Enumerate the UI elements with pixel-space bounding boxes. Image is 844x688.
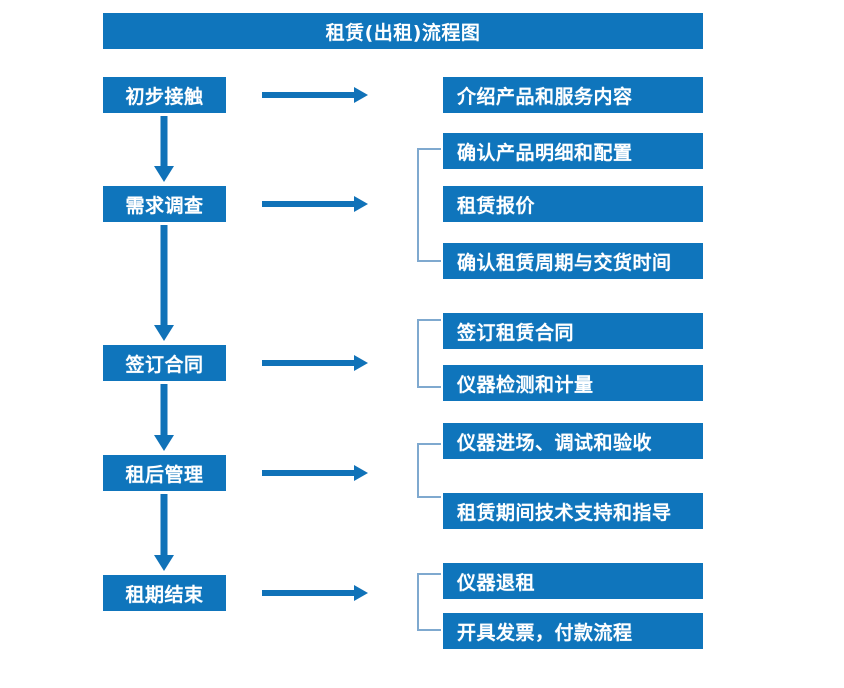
stage-box-initial-contact[interactable]: 初步接触 <box>103 77 226 113</box>
group-bracket-requirement-survey <box>417 148 441 262</box>
right-arrow-icon <box>262 354 368 372</box>
detail-box-introduce-products[interactable]: 介绍产品和服务内容 <box>443 77 703 113</box>
stage-box-sign-contract[interactable]: 签订合同 <box>103 345 226 381</box>
right-arrow-icon <box>262 584 368 602</box>
detail-box-technical-support[interactable]: 租赁期间技术支持和指导 <box>443 493 703 529</box>
page-title: 租赁(出租)流程图 <box>103 13 703 49</box>
right-arrow-icon <box>262 86 368 104</box>
detail-box-confirm-product-spec[interactable]: 确认产品明细和配置 <box>443 133 703 169</box>
detail-box-instrument-inspection[interactable]: 仪器检测和计量 <box>443 365 703 401</box>
down-arrow-icon <box>151 494 177 573</box>
down-arrow-icon <box>151 116 177 184</box>
detail-box-rental-quotation[interactable]: 租赁报价 <box>443 186 703 222</box>
stage-box-requirement-survey[interactable]: 需求调查 <box>103 186 226 222</box>
stage-box-rental-end[interactable]: 租期结束 <box>103 575 226 611</box>
group-bracket-rental-end <box>417 573 441 631</box>
detail-box-confirm-period-delivery[interactable]: 确认租赁周期与交货时间 <box>443 243 703 279</box>
down-arrow-icon <box>151 384 177 453</box>
down-arrow-icon <box>151 225 177 343</box>
detail-box-invoice-payment[interactable]: 开具发票，付款流程 <box>443 613 703 649</box>
detail-box-sign-rental-contract[interactable]: 签订租赁合同 <box>443 313 703 349</box>
group-bracket-post-rental-management <box>417 443 441 498</box>
group-bracket-sign-contract <box>417 319 441 388</box>
right-arrow-icon <box>262 195 368 213</box>
detail-box-instrument-arrival-commissioning[interactable]: 仪器进场、调试和验收 <box>443 423 703 459</box>
detail-box-instrument-return[interactable]: 仪器退租 <box>443 563 703 599</box>
stage-box-post-rental-management[interactable]: 租后管理 <box>103 455 226 491</box>
right-arrow-icon <box>262 464 368 482</box>
